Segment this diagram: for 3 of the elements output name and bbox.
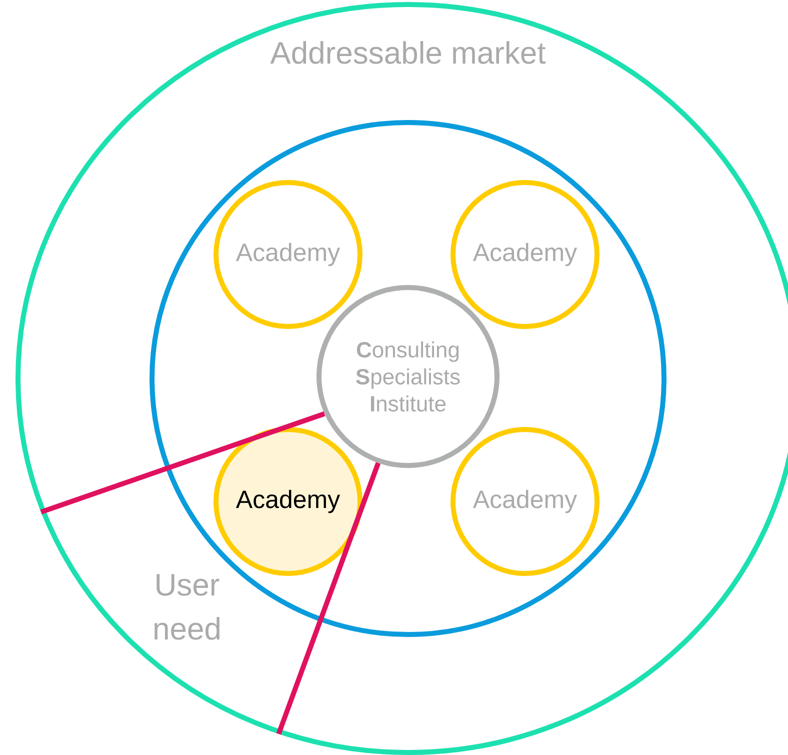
sector-label: User need (154, 574, 220, 640)
divider-line (276, 462, 381, 735)
divider-line (40, 411, 326, 514)
